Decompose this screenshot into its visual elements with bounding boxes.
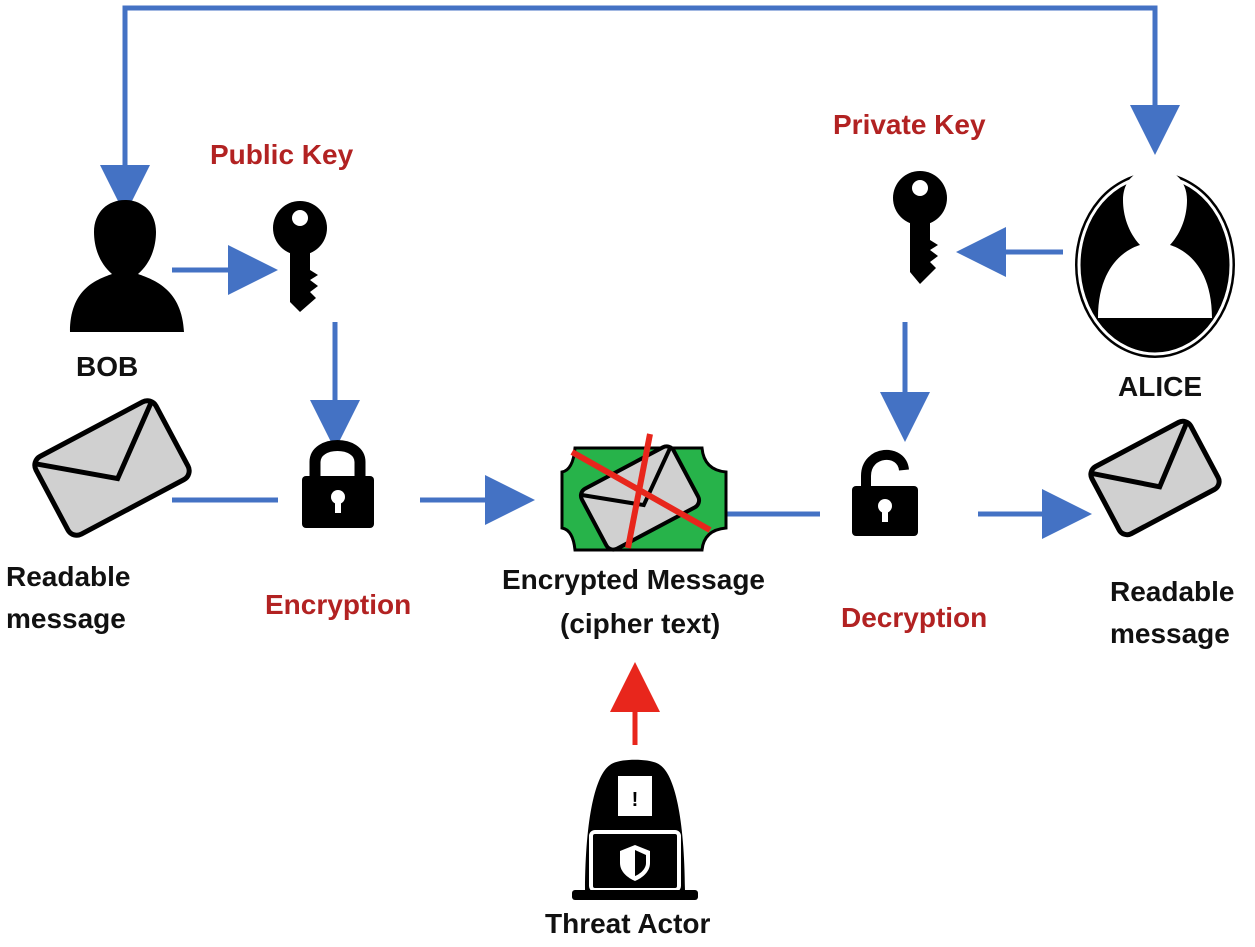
svg-text:!: !	[632, 789, 639, 811]
public-key-icon	[273, 201, 327, 312]
threat-actor-label: Threat Actor	[545, 908, 711, 939]
private-key-label: Private Key	[833, 109, 986, 140]
alice-avatar-icon	[1075, 168, 1235, 358]
bob-person-icon	[70, 200, 184, 332]
readable-message-right-line2: message	[1110, 618, 1230, 649]
cipher-text-label: (cipher text)	[560, 608, 721, 639]
right-envelope-icon	[1088, 418, 1222, 538]
private-key-icon	[893, 171, 947, 284]
readable-message-left-line2: message	[6, 603, 126, 634]
alice-label: ALICE	[1118, 371, 1202, 402]
left-envelope-icon	[32, 398, 192, 538]
decryption-label: Decryption	[841, 602, 988, 633]
cipher-text-icon	[560, 433, 728, 552]
public-key-label: Public Key	[210, 139, 354, 170]
readable-message-left-line1: Readable	[6, 561, 131, 592]
readable-message-right-line1: Readable	[1110, 576, 1235, 607]
bob-label: BOB	[76, 351, 139, 382]
unlocked-padlock-icon	[852, 450, 918, 536]
encryption-label: Encryption	[265, 589, 412, 620]
hacker-icon: !	[572, 759, 698, 900]
padlock-icon	[302, 440, 374, 528]
encrypted-message-label: Encrypted Message	[502, 564, 765, 595]
top-loop-arrow	[100, 5, 1158, 215]
